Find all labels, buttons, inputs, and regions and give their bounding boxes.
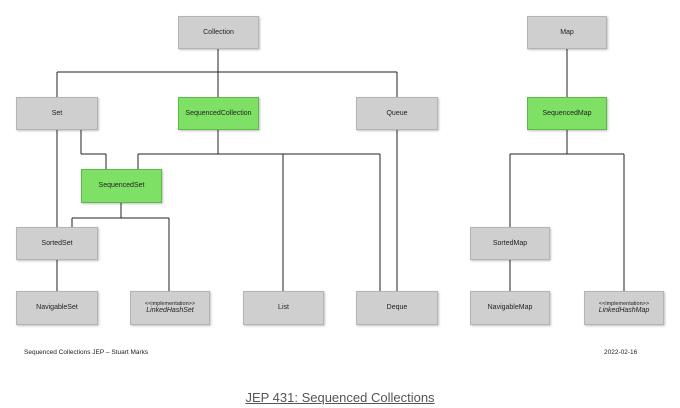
sorted-set-node: SortedSet xyxy=(16,227,98,260)
deque-label: Deque xyxy=(386,304,408,312)
sequenced-collection-label: SequencedCollection xyxy=(185,109,252,117)
collection-node: Collection xyxy=(178,16,259,49)
navigable-map-label: NavigableMap xyxy=(487,304,533,312)
linked-hash-map-node: <<implementation>> LinkedHashMap xyxy=(584,291,664,325)
deque-node: Deque xyxy=(356,291,438,325)
set-node: Set xyxy=(16,97,98,130)
linked-hash-set-stereotype: <<implementation>> xyxy=(144,300,196,307)
navigable-set-label: NavigableSet xyxy=(36,304,78,312)
sequenced-map-node: SequencedMap xyxy=(527,97,607,130)
queue-node: Queue xyxy=(356,97,438,130)
sequenced-collection-node: SequencedCollection xyxy=(178,97,259,130)
sorted-map-label: SortedMap xyxy=(492,239,528,247)
map-node: Map xyxy=(527,16,607,49)
navigable-set-node: NavigableSet xyxy=(16,291,98,325)
sorted-set-label: SortedSet xyxy=(41,239,73,247)
sequenced-map-label: SequencedMap xyxy=(542,109,592,117)
linked-hash-map-stereotype: <<implementation>> xyxy=(598,300,650,307)
collection-label: Collection xyxy=(203,28,234,36)
diagram-credit: Sequenced Collections JEP – Stuart Marks xyxy=(24,349,149,356)
diagram-date: 2022-02-16 xyxy=(604,349,638,356)
sequenced-set-node: SequencedSet xyxy=(81,169,162,203)
navigable-map-node: NavigableMap xyxy=(470,291,550,325)
list-label: List xyxy=(278,304,289,312)
map-label: Map xyxy=(560,28,574,36)
linked-hash-set-node: <<implementation>> LinkedHashSet xyxy=(130,291,210,325)
list-node: List xyxy=(243,291,324,325)
jep-caption-link[interactable]: JEP 431: Sequenced Collections xyxy=(245,390,435,405)
sorted-map-node: SortedMap xyxy=(470,227,550,260)
linked-hash-set-label: LinkedHashSet xyxy=(146,306,194,314)
set-label: Set xyxy=(51,109,63,117)
queue-label: Queue xyxy=(386,109,408,117)
sequenced-set-label: SequencedSet xyxy=(98,182,145,190)
linked-hash-map-label: LinkedHashMap xyxy=(598,306,650,314)
